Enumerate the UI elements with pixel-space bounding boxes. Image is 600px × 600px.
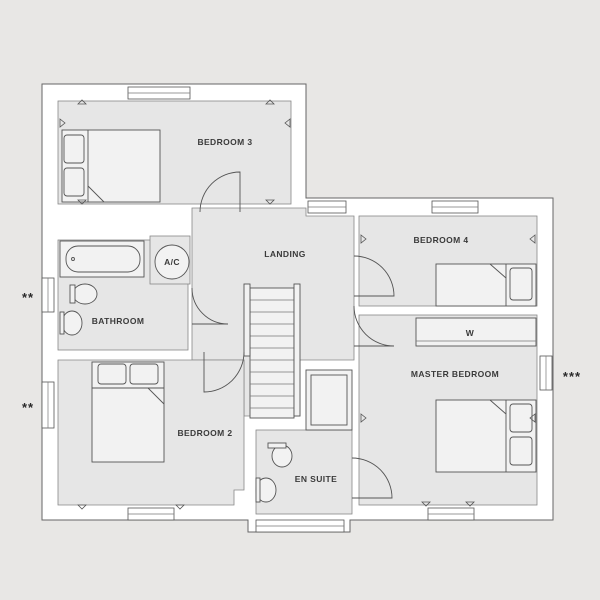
bed-bedroom4 (435, 263, 537, 307)
label-master: MASTER BEDROOM (411, 369, 499, 379)
windows (41, 86, 553, 533)
label-bathroom: BATHROOM (92, 316, 145, 326)
staircase (243, 283, 301, 419)
markers (59, 99, 536, 510)
wardrobe-label: W (466, 328, 475, 338)
mark-bedroom2: ** (22, 400, 34, 415)
airing-cupboard: A/C (149, 235, 191, 285)
mark-master: *** (563, 369, 581, 384)
airing-cupboard-label: A/C (164, 257, 180, 267)
window-marks: ** ** *** (22, 290, 581, 415)
bed-master (435, 399, 537, 473)
room-labels: BEDROOM 3 LANDING BEDROOM 4 BATHROOM MAS… (92, 137, 499, 484)
ensuite-fixtures (255, 369, 353, 503)
bathroom-fixtures (59, 240, 145, 336)
label-bedroom3: BEDROOM 3 (197, 137, 252, 147)
wardrobe: W (415, 317, 537, 347)
doors (191, 171, 395, 499)
label-bedroom2: BEDROOM 2 (177, 428, 232, 438)
label-ensuite: EN SUITE (295, 474, 337, 484)
label-landing: LANDING (264, 249, 306, 259)
basin-bathroom (61, 310, 83, 336)
toilet-bathroom (72, 283, 98, 305)
label-bedroom4: BEDROOM 4 (413, 235, 468, 245)
bed-bedroom2 (91, 361, 165, 463)
mark-bathroom: ** (22, 290, 34, 305)
bed-bedroom3 (61, 129, 161, 203)
